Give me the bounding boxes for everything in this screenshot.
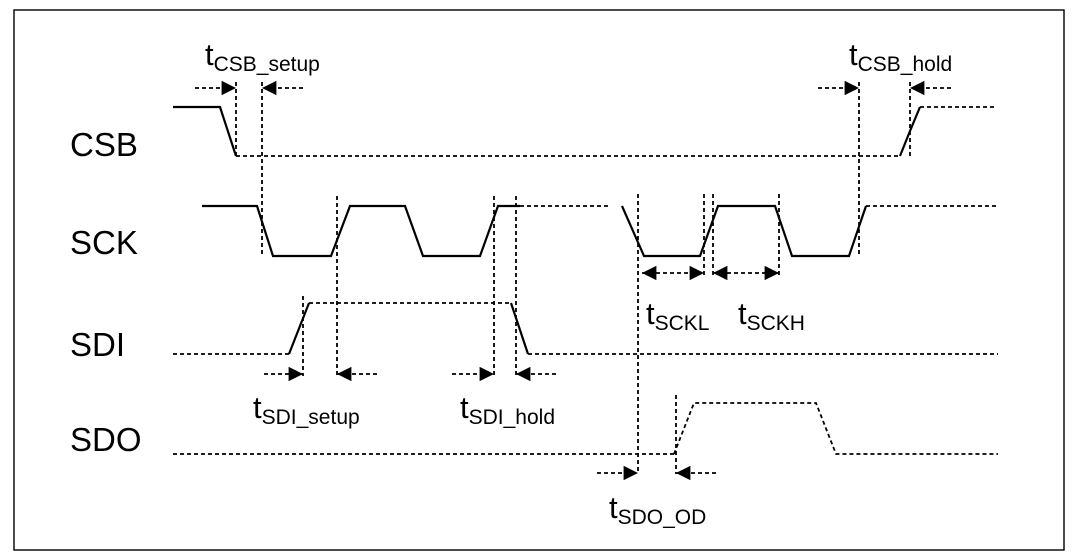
sck-clock-solid-b [620,204,868,258]
t-sckh-label: tSCKH [738,296,805,335]
timing-arrows [195,80,951,481]
sck-clock-solid-a [202,204,520,258]
sdo-label: SDO [70,421,142,458]
t-csb-hold-sub: CSB_hold [858,53,953,76]
timing-reference-lines [235,82,911,474]
csb-label: CSB [70,126,138,163]
t-sckh-sub: SCKH [747,312,805,335]
diagram-border [13,9,1065,551]
t-csb-setup-sub: CSB_setup [214,53,320,76]
t-csb-hold-main: t [849,37,858,72]
t-sdi-setup-sub: SDI_setup [262,406,360,429]
t-csb-setup-main: t [205,37,214,72]
sck-waveform [202,204,998,258]
sck-label: SCK [70,224,138,261]
t-csb-setup-label: tCSB_setup [205,37,320,76]
t-sdo-od-main: t [609,490,618,525]
t-sckh-main: t [738,296,747,331]
sdo-waveform [173,402,998,455]
sdi-waveform [173,302,998,355]
csb-waveform [173,105,995,157]
t-sdi-hold-label: tSDI_hold [460,390,555,429]
t-csb-hold-label: tCSB_hold [849,37,952,76]
t-sckl-main: t [646,296,655,331]
t-sdi-hold-sub: SDI_hold [469,406,555,429]
t-sdi-hold-main: t [460,390,469,425]
csb-solid-falling [173,105,238,157]
t-sckl-sub: SCKL [655,312,710,335]
t-sdo-od-label: tSDO_OD [609,490,706,529]
timing-labels: tCSB_setup tCSB_hold tSCKL tSCKH tSDI_se… [205,37,952,529]
t-sckl-label: tSCKL [646,296,709,335]
sdo-pulse-dashed [673,402,998,455]
t-sdi-setup-label: tSDI_setup [253,390,360,429]
t-sdi-setup-main: t [253,390,262,425]
sdi-falling-solid [509,302,530,355]
sdi-label: SDI [70,326,125,363]
t-sdo-od-sub: SDO_OD [618,506,707,529]
sdi-rising-solid [287,302,311,355]
